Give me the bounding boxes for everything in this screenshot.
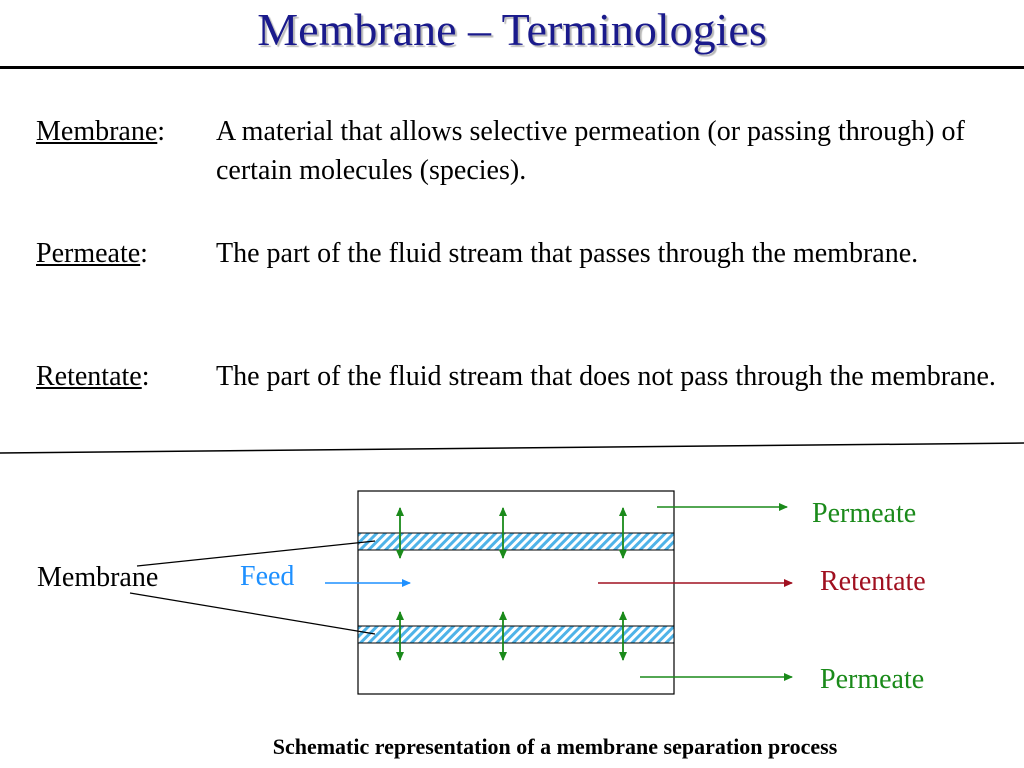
term-separator: : bbox=[157, 116, 166, 147]
term-separator: : bbox=[140, 238, 148, 269]
term-word: Retentate bbox=[36, 361, 142, 392]
definition-description: The part of the fluid stream that does n… bbox=[216, 361, 996, 392]
section-divider bbox=[0, 442, 1024, 454]
retentate-label: Retentate bbox=[820, 566, 926, 597]
term-word: Permeate bbox=[36, 238, 141, 269]
membrane-bottom bbox=[357, 625, 675, 644]
feed-label: Feed bbox=[240, 561, 295, 592]
permeate-top-label: Permeate bbox=[812, 498, 917, 529]
definition-term: Retentate: bbox=[36, 357, 150, 396]
membrane-pointer-line-bottom bbox=[129, 592, 376, 635]
title-divider bbox=[0, 66, 1024, 69]
definition-description: A material that allows selective permeat… bbox=[216, 116, 965, 186]
definition-term: Membrane: bbox=[36, 112, 165, 151]
membrane-pointer-line-top bbox=[136, 540, 376, 567]
diagram-caption: Schematic representation of a membrane s… bbox=[272, 734, 838, 759]
definition-description: The part of the fluid stream that passes… bbox=[216, 238, 919, 269]
membrane-top bbox=[357, 532, 675, 551]
module-box bbox=[357, 490, 675, 695]
membrane-label: Membrane bbox=[37, 562, 159, 593]
term-word: Membrane bbox=[36, 116, 158, 147]
term-separator: : bbox=[141, 361, 150, 392]
page-title: Membrane – Terminologies bbox=[257, 4, 767, 55]
definition-term: Permeate: bbox=[36, 234, 148, 273]
permeate-bottom-label: Permeate bbox=[820, 664, 925, 695]
